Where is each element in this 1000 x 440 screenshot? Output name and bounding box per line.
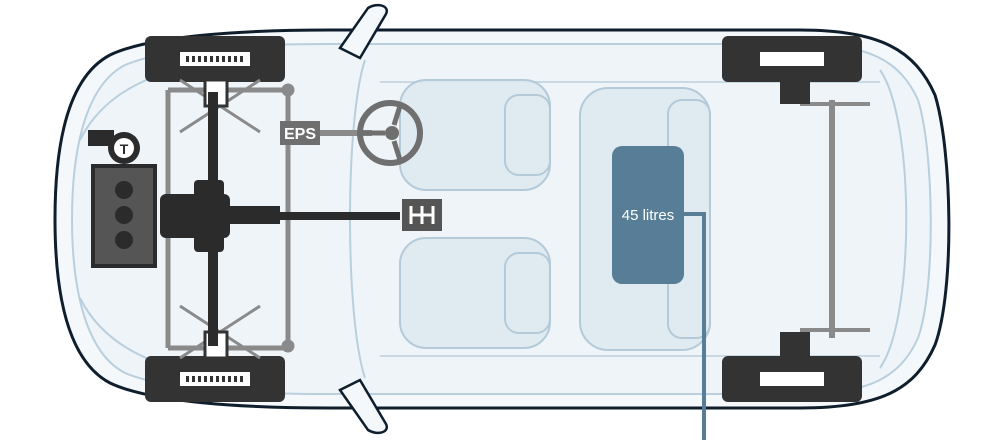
steering-wheel-icon bbox=[357, 100, 423, 166]
wheels bbox=[145, 36, 862, 402]
fuel-tank-body bbox=[612, 146, 684, 284]
turbo-label: T bbox=[120, 141, 129, 157]
gear-shifter-icon bbox=[402, 199, 442, 231]
eps-label: EPS bbox=[284, 126, 316, 143]
turbocharger-icon: T bbox=[88, 130, 140, 164]
fuel-tank-label: 45 litres bbox=[622, 207, 675, 224]
fuel-filler-pipe bbox=[684, 212, 706, 440]
mirror-top bbox=[338, 3, 389, 60]
eps-label-box bbox=[280, 121, 320, 145]
engine bbox=[91, 164, 157, 268]
transfer-case bbox=[194, 180, 224, 252]
fuel-tank: 45 litres bbox=[612, 146, 706, 440]
rear-window-line bbox=[879, 69, 908, 369]
wheel-rear-right bbox=[722, 356, 862, 402]
wheel-rear-left bbox=[722, 36, 862, 82]
front-seat-left-back bbox=[504, 94, 551, 176]
front-seat-right-back bbox=[504, 252, 551, 334]
steering-system: EPS bbox=[280, 100, 423, 166]
wheel-front-right bbox=[145, 356, 285, 402]
wheel-front-left bbox=[145, 36, 285, 82]
mirror-bottom bbox=[338, 378, 389, 435]
powertrain: T bbox=[88, 92, 442, 346]
